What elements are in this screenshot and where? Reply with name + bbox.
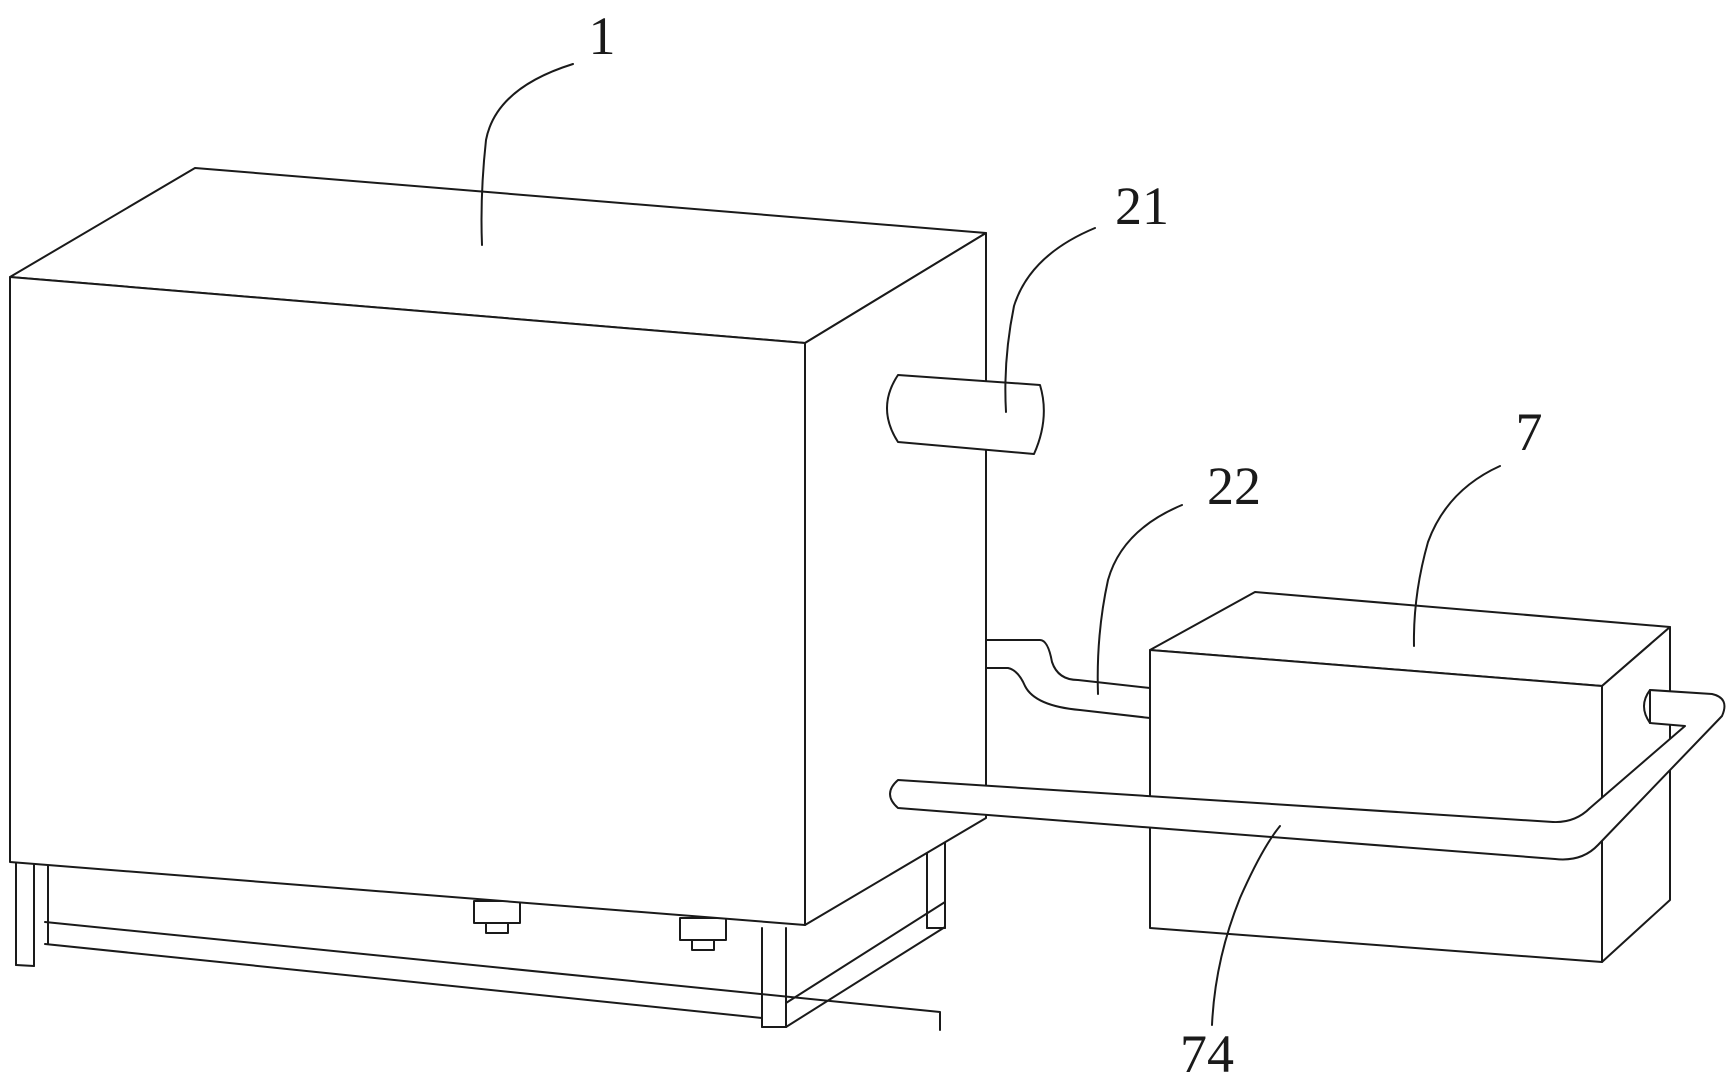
label-lower-pipe: 22 [1207,456,1261,516]
tank-right-face [804,232,987,926]
leader-tank [480,63,574,246]
leader-upper-pipe [1004,227,1096,413]
label-small-box: 7 [1516,402,1543,462]
reference-numerals: 1 21 22 7 74 [589,6,1543,1074]
box-front-face [1149,649,1603,963]
leader-return-pipe [1211,825,1281,1026]
bottom-outlet-right [679,917,727,951]
label-upper-pipe: 21 [1115,176,1169,236]
leader-small-box [1412,465,1501,647]
leader-lines [480,63,1501,1026]
lower-pipe [985,639,1151,719]
return-pipe [889,689,1726,861]
label-tank: 1 [589,6,616,66]
label-return-pipe: 74 [1180,1024,1234,1074]
leader-lower-pipe [1096,504,1183,695]
main-tank [9,167,987,926]
tank-front-face [9,276,806,926]
upper-pipe [886,374,1045,455]
bottom-outlet-left [473,900,521,934]
small-box [1149,591,1671,963]
